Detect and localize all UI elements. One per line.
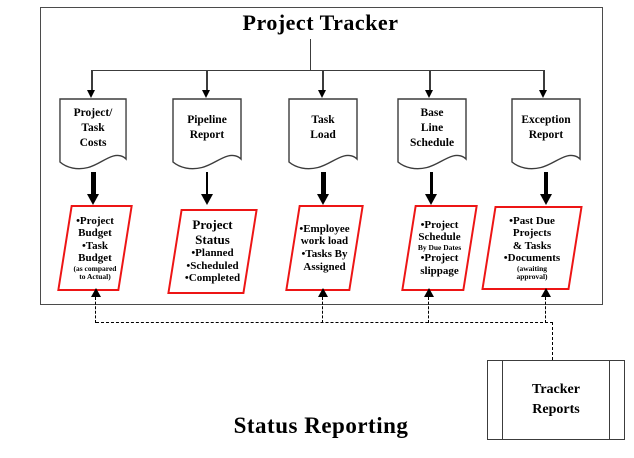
document-outline-icon	[288, 98, 358, 170]
output-note: (as compared to Actual)	[73, 263, 117, 282]
arrow-up-icon	[541, 288, 551, 297]
document-shape-task-load: Task Load	[288, 98, 358, 174]
document-shape-pipeline-report: Pipeline Report	[172, 98, 242, 174]
arrow-down-icon	[200, 194, 213, 205]
title-drop-connector	[310, 39, 312, 70]
flow-arrow-shaft	[205, 172, 209, 195]
document-outline-icon	[511, 98, 581, 170]
output-body: •Employee work load •Tasks By Assigned	[299, 222, 350, 273]
document-label: Project/ Task Costs	[73, 107, 113, 150]
branch-connector-1	[91, 70, 93, 90]
output-parallelogram-project-status: Project Status •Planned •Scheduled •Comp…	[167, 209, 258, 294]
output-note: (awaiting approval)	[516, 263, 548, 282]
arrow-down-icon	[539, 90, 547, 98]
tracker-box-left-bar	[502, 361, 504, 439]
arrow-down-icon	[424, 194, 437, 205]
feedback-dash-vertical	[322, 297, 324, 323]
arrow-down-icon	[539, 194, 552, 205]
output-parallelogram-past-due: •Past Due Projects & Tasks •Documents (a…	[481, 206, 583, 290]
branch-connector-3	[322, 70, 324, 90]
output-body: •Project Schedule	[418, 218, 461, 244]
output-parallelogram-schedule: •Project Schedule By Due Dates •Project …	[401, 205, 478, 291]
branch-connector-5	[543, 70, 545, 90]
document-outline-icon	[397, 98, 467, 170]
arrow-down-icon	[202, 90, 210, 98]
tracker-reports-box: Tracker Reports	[487, 360, 625, 440]
status-reporting-title: Status Reporting	[233, 413, 409, 438]
output-body: •Planned •Scheduled •Completed	[184, 247, 241, 285]
arrow-up-icon	[318, 288, 328, 297]
project-tracker-panel	[40, 7, 603, 305]
tracker-reports-label: Tracker Reports	[532, 382, 580, 417]
tracker-dash-vertical	[552, 322, 554, 360]
document-outline-icon	[172, 98, 242, 170]
flow-arrow-shaft	[90, 172, 96, 195]
feedback-dash-vertical	[95, 297, 97, 323]
arrow-down-icon	[316, 194, 329, 205]
document-shape-project-task-costs: Project/ Task Costs	[59, 98, 127, 174]
output-parallelogram-budget: •Project Budget •Task Budget (as compare…	[57, 205, 133, 291]
output-body: •Project Budget •Task Budget	[76, 214, 114, 265]
feedback-dash-horizontal	[96, 322, 553, 323]
output-parallelogram-work-load: •Employee work load •Tasks By Assigned	[285, 205, 364, 291]
output-body-2: •Project slippage	[420, 252, 459, 277]
arrow-up-icon	[424, 288, 434, 297]
document-label: Base Line Schedule	[409, 107, 455, 150]
flow-arrow-shaft	[429, 172, 433, 195]
output-body: •Past Due Projects & Tasks •Documents	[503, 214, 561, 265]
arrow-down-icon	[86, 194, 99, 205]
document-label: Exception Report	[521, 114, 571, 142]
feedback-dash-vertical	[428, 297, 430, 323]
arrow-up-icon	[91, 288, 101, 297]
arrow-down-icon	[318, 90, 326, 98]
arrow-down-icon	[425, 90, 433, 98]
output-title: Project Status	[192, 217, 233, 247]
arrow-down-icon	[87, 90, 95, 98]
flow-arrow-shaft	[320, 172, 326, 195]
tracker-box-right-bar	[608, 361, 610, 439]
branch-connector-4	[429, 70, 431, 90]
output-note: By Due Dates	[417, 242, 462, 252]
diagram-title: Project Tracker	[242, 10, 399, 35]
tree-horizontal-connector	[92, 70, 544, 72]
branch-connector-2	[206, 70, 208, 90]
document-label: Task Load	[310, 114, 336, 142]
document-outline-icon	[59, 98, 127, 170]
document-label: Pipeline Report	[187, 114, 227, 142]
document-shape-base-line-schedule: Base Line Schedule	[397, 98, 467, 174]
flow-arrow-shaft	[544, 172, 548, 195]
document-shape-exception-report: Exception Report	[511, 98, 581, 174]
feedback-dash-vertical	[545, 297, 547, 323]
